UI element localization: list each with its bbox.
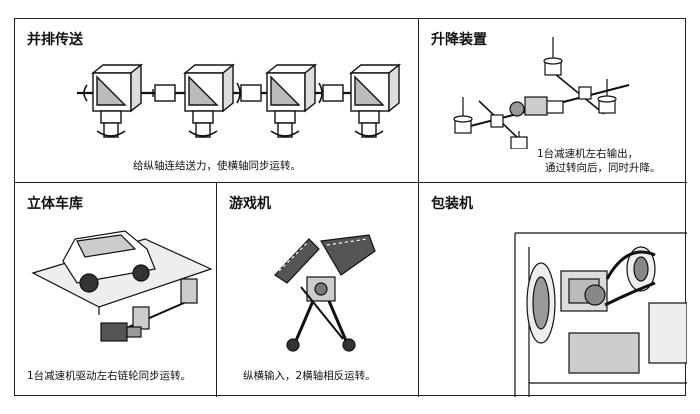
car	[62, 230, 156, 293]
screw-jack-bottom-right	[510, 131, 528, 149]
gearbox-4	[349, 63, 401, 138]
panel-stereo-garage: 立体车库	[15, 183, 217, 397]
panel-caption: 给纵轴连结送力，使横轴同步运转。	[133, 160, 301, 172]
panel-title: 立体车库	[27, 196, 83, 212]
panel-title: 包装机	[431, 196, 473, 212]
lifting-device-illustration	[453, 37, 630, 149]
application-examples-grid: 并排传送	[14, 18, 687, 397]
panel-game-machine: 游戏机	[217, 183, 419, 397]
screw-jack-bottom-left	[453, 97, 473, 134]
panel-title: 游戏机	[229, 196, 271, 212]
left-arm	[274, 238, 320, 284]
reducer-motor	[509, 96, 564, 117]
screw-jack-top-right	[597, 79, 617, 114]
panel-caption-line-1: 1台减速机左右输出，	[537, 148, 639, 160]
parallel-transmission-illustration	[77, 63, 401, 138]
screw-jack-top-left	[543, 37, 563, 76]
panel-parallel-transmission: 并排传送	[15, 19, 419, 183]
stereo-garage-illustration	[31, 230, 213, 342]
panel-title: 升降装置	[431, 32, 487, 48]
reducer-motor	[100, 322, 142, 342]
gearbox-1	[83, 63, 143, 138]
right-arm	[320, 234, 376, 276]
panel-packaging-machine: 包装机	[419, 183, 687, 397]
gearbox-2	[183, 63, 235, 138]
panel-title: 并排传送	[27, 32, 83, 48]
reducer	[560, 270, 608, 312]
packaging-machine-illustration	[514, 232, 687, 397]
panel-caption-line-2: 通过转向后，同时升降。	[545, 162, 661, 174]
gearbox-3	[265, 63, 317, 138]
panel-caption: 纵横输入，2横轴相反运转。	[243, 370, 376, 382]
panel-caption: 1台减速机驱动左右链轮同步运转。	[27, 370, 192, 382]
game-machine-illustration	[274, 234, 376, 352]
panel-lifting-device: 升降装置	[419, 19, 687, 183]
